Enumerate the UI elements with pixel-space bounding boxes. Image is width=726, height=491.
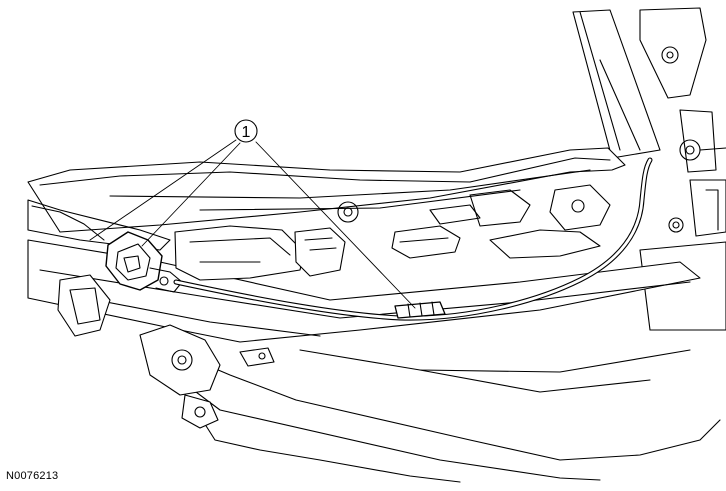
seat-track-brackets (57, 274, 275, 429)
callout-bubble: 1 (234, 119, 258, 143)
seat-cable (173, 157, 653, 321)
seat-cushion-upper-panel (27, 147, 626, 233)
connector-modules (174, 184, 611, 281)
figure-id: N0076213 (6, 470, 59, 482)
callout-leaders (89, 139, 416, 309)
callout-number: 1 (242, 124, 251, 141)
seat-back-frame (572, 7, 726, 331)
